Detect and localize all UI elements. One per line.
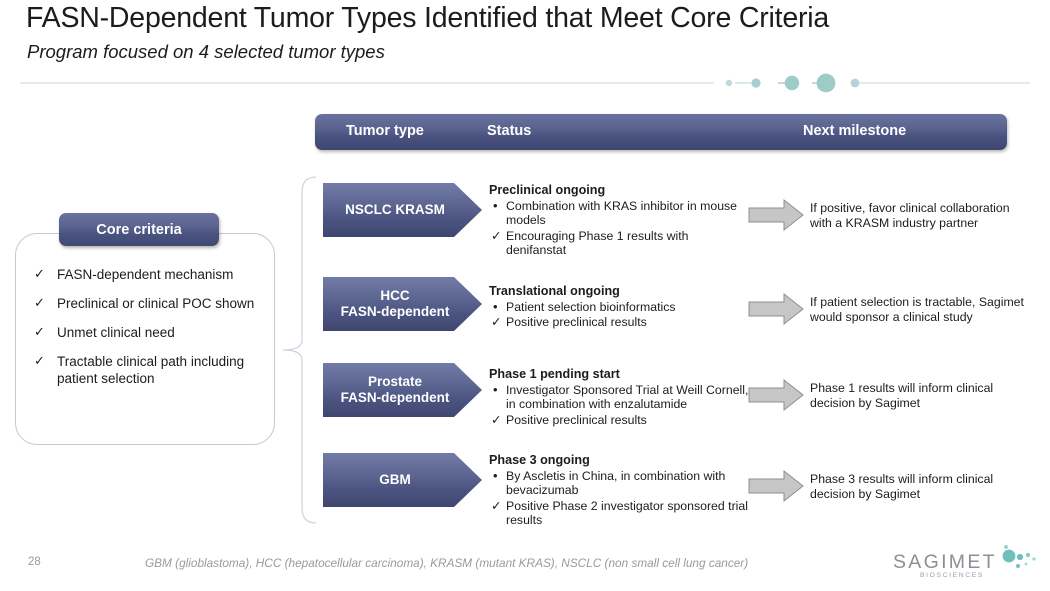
check-icon: ✓ — [34, 353, 45, 368]
check-icon: ✓ — [491, 228, 502, 243]
core-criteria-panel — [15, 233, 275, 445]
status-item-text: Investigator Sponsored Trial at Weill Co… — [506, 382, 749, 412]
next-milestone-text: If patient selection is tractable, Sagim… — [810, 295, 1024, 324]
status-item-text: Combination with KRAS inhibitor in mouse… — [506, 198, 738, 228]
milestone-arrow-icon — [748, 378, 805, 412]
tumor-type-chevron: NSCLC KRASM — [323, 182, 483, 238]
status-block: Phase 3 ongoing • By Ascletis in China, … — [489, 453, 751, 528]
column-header-next-milestone: Next milestone — [803, 123, 907, 139]
check-icon: ✓ — [491, 412, 502, 427]
tumor-type-label: GBM — [379, 472, 411, 487]
column-header-tumor-type: Tumor type — [346, 123, 424, 139]
tumor-type-chevron: Prostate FASN-dependent — [323, 362, 483, 418]
tumor-type-label: NSCLC KRASM — [345, 202, 445, 217]
column-header-status: Status — [487, 123, 532, 139]
decorative-divider — [20, 72, 1030, 94]
next-milestone-text: If positive, favor clinical collaboratio… — [810, 201, 1010, 230]
status-item-text: Positive Phase 2 investigator sponsored … — [506, 498, 748, 528]
status-block: Translational ongoing • Patient selectio… — [489, 284, 751, 330]
bullet-icon: • — [493, 467, 498, 483]
criteria-item-label: Preclinical or clinical POC shown — [57, 296, 255, 311]
milestone-arrow-icon — [748, 292, 805, 326]
status-item: ✓ Positive preclinical results — [489, 413, 751, 428]
bracket-connector — [282, 176, 317, 524]
tumor-type-chevron: GBM — [323, 452, 483, 508]
status-item: ✓ Encouraging Phase 1 results with denif… — [489, 229, 751, 258]
status-title: Phase 1 pending start — [489, 367, 620, 381]
status-title: Preclinical ongoing — [489, 183, 606, 197]
status-item-text: Positive preclinical results — [506, 315, 647, 330]
chevron-shape — [323, 277, 482, 331]
status-item-text: Positive preclinical results — [506, 412, 647, 427]
core-criteria-list: ✓ FASN-dependent mechanism ✓ Preclinical… — [32, 266, 257, 399]
criteria-item: ✓ Preclinical or clinical POC shown — [32, 295, 257, 312]
next-milestone-text: Phase 1 results will inform clinical dec… — [810, 381, 994, 410]
chevron-shape — [323, 453, 482, 507]
status-title: Phase 3 ongoing — [489, 453, 590, 467]
core-criteria-badge: Core criteria — [59, 213, 219, 246]
check-icon: ✓ — [34, 295, 45, 310]
logo-dots-icon — [1002, 545, 1036, 568]
sagimet-logo: SAGIMET BIOSCIENCES — [893, 545, 1041, 587]
next-milestone-text: Phase 3 results will inform clinical dec… — [810, 472, 994, 501]
footnote-abbreviations: GBM (glioblastoma), HCC (hepatocellular … — [145, 556, 749, 570]
bullet-icon: • — [493, 197, 498, 213]
status-item-text: Encouraging Phase 1 results with denifan… — [506, 228, 689, 258]
check-icon: ✓ — [34, 324, 45, 339]
criteria-item: ✓ Unmet clinical need — [32, 324, 257, 341]
bullet-icon: • — [493, 381, 498, 397]
status-item-text: Patient selection bioinformatics — [506, 299, 676, 314]
status-block: Preclinical ongoing • Combination with K… — [489, 183, 751, 258]
criteria-item-label: FASN-dependent mechanism — [57, 267, 234, 282]
status-item: ✓ Positive Phase 2 investigator sponsore… — [489, 499, 751, 528]
status-item: • By Ascletis in China, in combination w… — [489, 469, 751, 498]
criteria-item-label: Unmet clinical need — [57, 325, 175, 340]
check-icon: ✓ — [491, 315, 502, 330]
status-block: Phase 1 pending start • Investigator Spo… — [489, 367, 751, 427]
criteria-item: ✓ Tractable clinical path including pati… — [32, 353, 257, 387]
page-subtitle: Program focused on 4 selected tumor type… — [27, 41, 385, 62]
tumor-type-label: Prostate FASN-dependent — [341, 374, 450, 406]
page-number: 28 — [28, 556, 41, 568]
logo-wordmark: SAGIMET — [893, 551, 997, 573]
status-item: • Combination with KRAS inhibitor in mou… — [489, 199, 751, 228]
status-title: Translational ongoing — [489, 284, 620, 298]
status-item: ✓ Positive preclinical results — [489, 315, 751, 330]
check-icon: ✓ — [34, 266, 45, 281]
status-item: • Patient selection bioinformatics — [489, 300, 751, 315]
tumor-type-line1: HCC — [380, 288, 410, 303]
milestone-arrow-icon — [748, 469, 805, 503]
check-icon: ✓ — [491, 498, 502, 513]
status-item: • Investigator Sponsored Trial at Weill … — [489, 383, 751, 412]
tumor-type-chevron: HCC FASN-dependent — [323, 276, 483, 332]
chevron-shape — [323, 363, 482, 417]
table-header-bar: Tumor type Status Next milestone — [315, 114, 1007, 150]
tumor-type-line2: FASN-dependent — [340, 390, 450, 405]
tumor-type-line2: FASN-dependent — [340, 304, 450, 319]
chevron-shape — [323, 183, 482, 237]
tumor-type-label: HCC FASN-dependent — [341, 288, 450, 320]
status-item-text: By Ascletis in China, in combination wit… — [506, 468, 726, 498]
logo-tagline: BIOSCIENCES — [920, 572, 985, 579]
milestone-arrow-icon — [748, 198, 805, 232]
bullet-icon: • — [493, 298, 498, 314]
page-title: FASN-Dependent Tumor Types Identified th… — [26, 2, 830, 34]
tumor-type-line1: Prostate — [367, 374, 422, 389]
criteria-item: ✓ FASN-dependent mechanism — [32, 266, 257, 283]
criteria-item-label: Tractable clinical path including patien… — [57, 354, 245, 386]
